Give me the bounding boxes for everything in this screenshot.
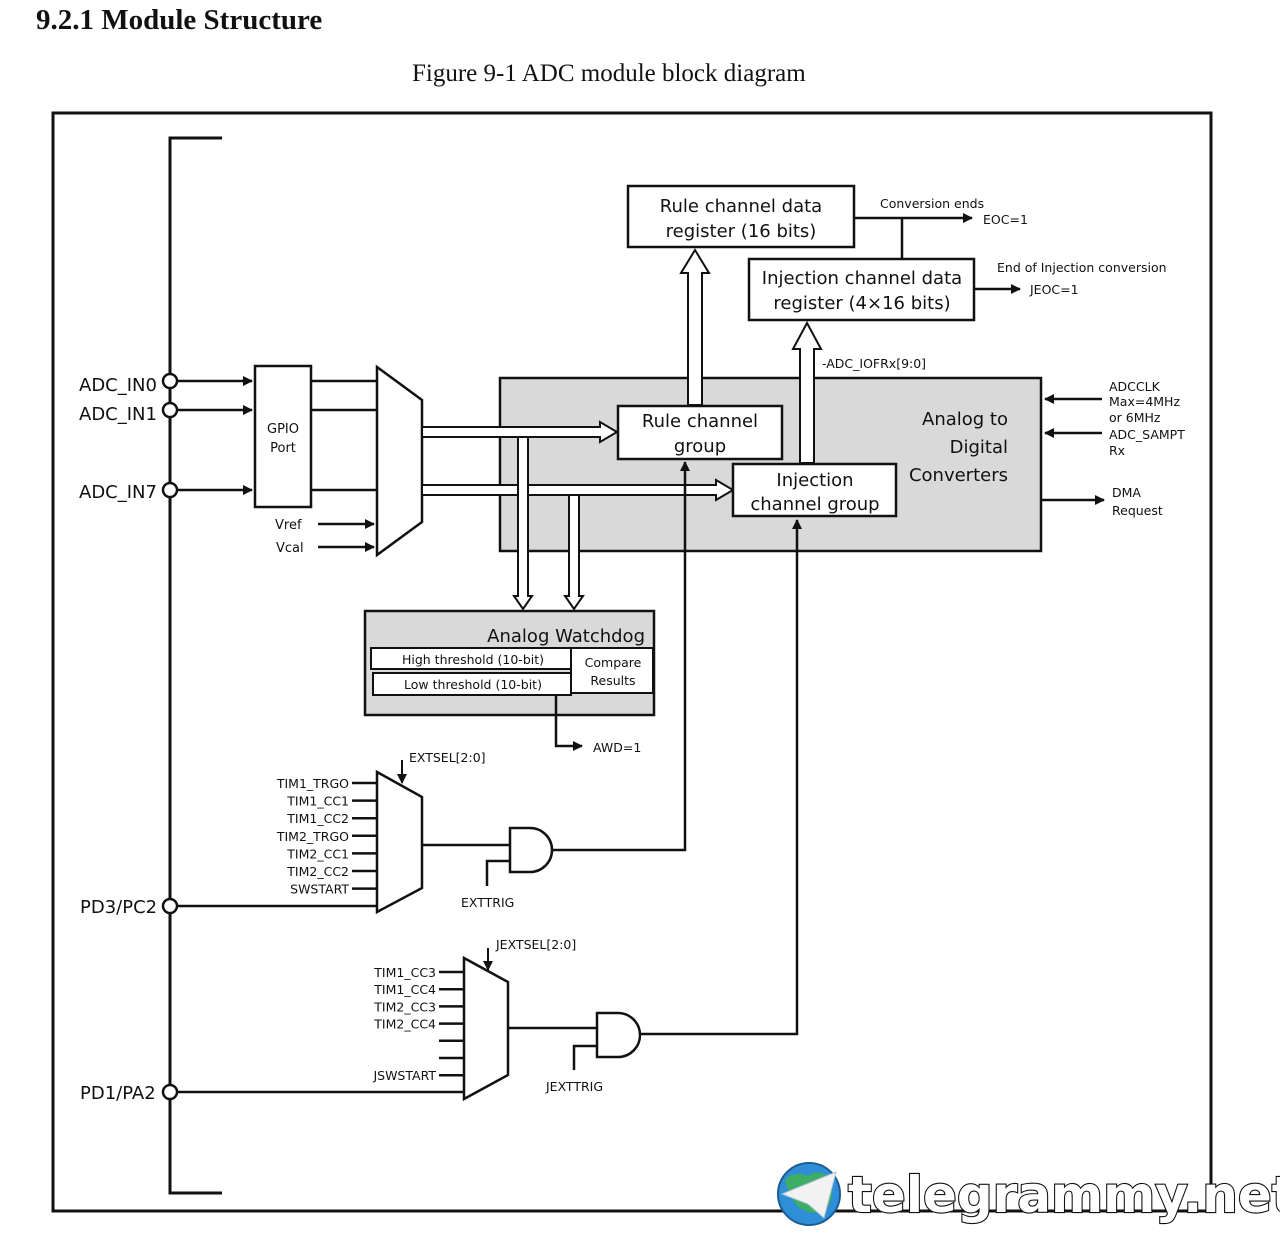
watermark-text: telegrammy.net [848,1166,1280,1224]
pin-adc-in7 [161,481,179,499]
regular-trigger-source-label: TIM1_CC1 [286,794,349,809]
injected-trigger-source-label: TIM1_CC4 [373,982,436,997]
input-mux [375,364,424,558]
label-adc-in1: ADC_IN1 [79,404,157,425]
dma-label-2: Request [1112,503,1163,518]
injection-end-label: End of Injection conversion [997,260,1167,275]
rule-group-label-2: group [674,436,726,457]
exttrig-and-gate [508,826,554,874]
label-pd3-pc2: PD3/PC2 [80,897,157,918]
clock-label-2: Max=4MHz [1109,394,1180,409]
label-pd1-pa2: PD1/PA2 [80,1083,156,1104]
paper-plane-icon [780,1171,837,1219]
injected-trigger-source-label: TIM2_CC3 [373,999,436,1014]
rule-data-register [626,184,856,249]
injected-trigger-source-label: JSWSTART [372,1068,436,1083]
compare-label-1: Compare [585,655,642,670]
label-vcal: Vcal [276,541,304,556]
injection-data-register [747,257,976,322]
awd-wire [554,695,583,751]
rule-register-label-2: register (16 bits) [666,221,817,242]
exttrig-label: EXTTRIG [461,895,514,910]
injected-trigger-mux [462,955,510,1102]
extsel-label: EXTSEL[2:0] [409,750,486,765]
dma-label-1: DMA [1112,485,1141,500]
rule-channel-group [616,404,784,461]
conversion-ends-label: Conversion ends [880,196,984,211]
watermark: telegrammy.net [777,1162,1280,1226]
compare-label-2: Results [590,673,635,688]
eoc-flag: EOC=1 [983,212,1028,227]
pin-bus [168,136,222,1195]
clock-label-5: Rx [1109,443,1125,458]
injection-group-label-2: channel group [750,494,879,515]
regular-trigger-source-label: SWSTART [290,882,349,897]
clock-label-4: ADC_SAMPT [1109,427,1185,442]
label-vref: Vref [275,518,302,533]
injected-trigger-source-label: TIM1_CC3 [373,965,436,980]
clock-label-1: ADCCLK [1109,379,1161,394]
rule-register-label-1: Rule channel data [660,196,822,217]
rule-group-label-1: Rule channel [642,411,758,432]
exttrig-wire [485,859,510,886]
injected-trigger-source-label: TIM2_CC4 [373,1017,436,1032]
pin-pd3-pc2 [161,897,179,915]
injection-group-label-1: Injection [776,470,853,491]
regular-trigger-source-label: TIM1_CC2 [286,811,349,826]
watchdog-title: Analog Watchdog [487,626,645,647]
label-adc-in0: ADC_IN0 [79,375,157,396]
outer-frame [51,111,1213,1213]
jexttrig-and-gate [595,1011,642,1059]
awd-flag: AWD=1 [593,740,641,755]
section-title: 9.2.1 Module Structure [36,4,323,36]
adc-label-2: Digital [950,437,1008,458]
low-threshold-label: Low threshold (10-bit) [404,677,542,692]
clock-label-3: or 6MHz [1109,410,1161,425]
regular-trigger-source-label: TIM2_CC2 [286,864,349,879]
gpio-port-block [253,364,313,509]
gpio-label-2: Port [270,441,296,456]
jeoc-flag: JEOC=1 [1029,282,1079,297]
bus-arrow-injection-register [791,320,823,464]
jexttrig-label: JEXTTRIG [545,1079,603,1094]
bus-arrow-watchdog-1 [512,436,534,611]
compare-results-box [570,647,654,694]
pin-adc-in1 [161,401,179,419]
injection-register-label-1: Injection channel data [762,268,962,289]
pin-pd1-pa2 [161,1083,179,1101]
injection-channel-group [731,462,898,518]
high-threshold-label: High threshold (10-bit) [402,652,544,667]
injection-register-label-2: register (4×16 bits) [773,293,950,314]
adc-label-1: Analog to [922,409,1008,430]
jextsel-label: JEXTSEL[2:0] [495,937,576,952]
bus-arrow-injection [421,478,735,502]
adc-label-3: Converters [909,465,1008,486]
bus-arrow-rule [421,420,619,444]
regular-trigger-mux [375,769,424,915]
regular-trigger-source-label: TIM2_CC1 [286,846,349,861]
pin-adc-in0 [161,372,179,390]
regular-trigger-source-label: TIM1_TRGO [276,776,349,791]
regular-trigger-wire [552,461,690,852]
bus-arrow-watchdog-2 [563,494,585,611]
label-adc-in7: ADC_IN7 [79,482,157,503]
offset-register-label: -ADC_IOFRx[9:0] [822,356,926,371]
figure-caption: Figure 9-1 ADC module block diagram [412,60,806,87]
injected-trigger-wire [640,519,802,1036]
jexttrig-wire [572,1044,597,1070]
gpio-label-1: GPIO [267,422,299,437]
regular-trigger-source-label: TIM2_TRGO [276,829,349,844]
bus-arrow-rule-register [679,248,711,406]
